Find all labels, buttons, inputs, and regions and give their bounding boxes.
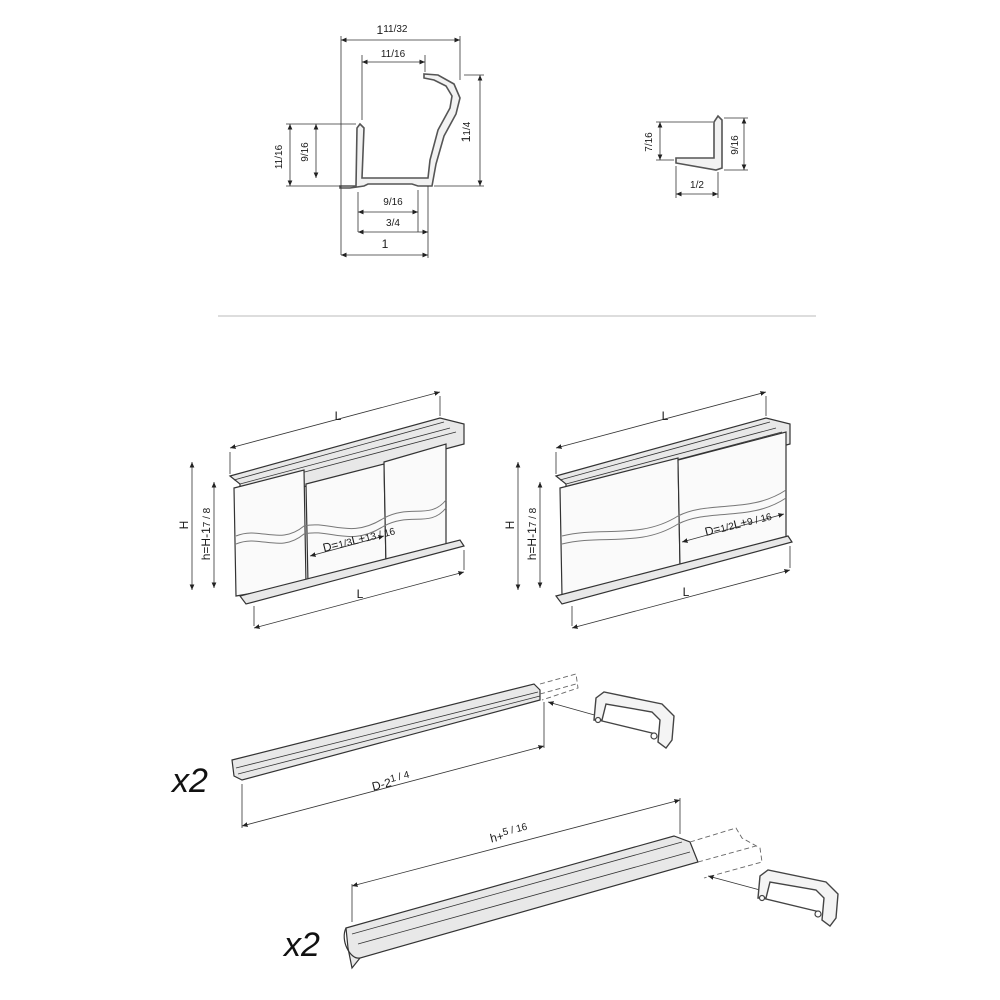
- assembly-two-panel: L L H h=H-17 / 8 D=1/2L+9 / 16: [503, 391, 793, 629]
- profile-large-section: 111/32 11/16 11/4 11/16 9/16 9/16 3/4 1: [274, 23, 484, 258]
- profile-large-shape: [339, 73, 461, 189]
- dim-top-width: 111/32: [377, 23, 408, 37]
- hacksaw-icon: [593, 691, 675, 749]
- dim-small-height-right: 9/16: [730, 135, 741, 155]
- dim-horizontal-length: D-21 / 4: [370, 770, 412, 794]
- cut-vertical-profile: h+5 / 16 x2: [282, 798, 839, 970]
- dim-three-bottom-length: L: [357, 587, 364, 601]
- dim-vertical-length: h+5 / 16: [488, 822, 530, 846]
- dim-two-door-height: h=H-17 / 8: [525, 507, 539, 560]
- dim-three-top-length: L: [335, 409, 342, 423]
- vertical-profile-bar: [345, 835, 699, 970]
- door-panel-1: [233, 469, 307, 597]
- hacksaw-icon: [757, 869, 839, 927]
- dim-left-outer: 11/16: [274, 144, 285, 169]
- dim-left-inner: 9/16: [300, 142, 311, 162]
- dim-small-width: 1/2: [690, 180, 704, 191]
- cut-horizontal-profile: D-21 / 4 x2: [170, 673, 675, 828]
- dim-two-bottom-length: L: [683, 585, 690, 599]
- dim-small-height-left: 7/16: [644, 132, 655, 152]
- quantity-vertical: x2: [282, 926, 320, 964]
- horizontal-profile-bar: [231, 683, 541, 781]
- dim-lip: 9/16: [383, 197, 403, 208]
- dim-inner-width: 11/16: [381, 49, 406, 60]
- quantity-horizontal: x2: [170, 762, 208, 800]
- dim-three-door-height: h=H-17 / 8: [199, 507, 213, 560]
- dim-three-height: H: [177, 521, 191, 530]
- profile-small-shape: [675, 114, 723, 171]
- dim-two-top-length: L: [662, 409, 669, 423]
- assembly-three-panel: L L H h=H-17 / 8 D=1/3L+13 / 16: [177, 391, 465, 629]
- profile-small-section: 7/16 9/16 1/2: [644, 114, 748, 198]
- dim-height-right: 11/4: [459, 121, 473, 142]
- dim-bottom-inner: 3/4: [386, 218, 400, 229]
- dim-two-height: H: [503, 521, 517, 530]
- dim-bottom-total: 1: [382, 237, 389, 251]
